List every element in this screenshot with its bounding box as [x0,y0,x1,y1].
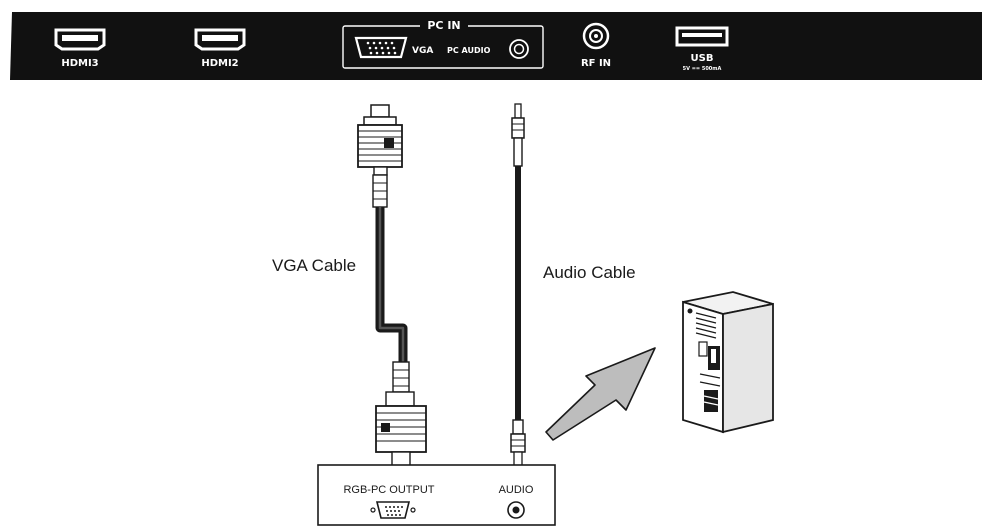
vga-plug-bottom [375,361,427,467]
arrow-icon [545,347,656,441]
usb-port-icon [675,26,729,47]
pc-in-group: PC IN VGA PC AUDIO [342,19,544,69]
rgb-pc-output-label: RGB-PC OUTPUT [343,484,434,496]
vga-plug-top [357,104,403,208]
pc-output-panel: RGB-PC OUTPUT AUDIO [317,464,556,526]
audio-output-label: AUDIO [499,484,534,496]
pc-audio-label: PC AUDIO [447,46,491,55]
hdmi3-port: HDMI3 [54,28,106,69]
computer-tower-icon [682,291,774,434]
rf-in-label: RF IN [581,58,611,69]
usb-rating-label: 5V == 500mA [683,66,722,72]
audio-jack-icon [507,501,525,519]
usb-port: USB 5V == 500mA [675,26,729,72]
hdmi-port-icon [54,28,106,51]
audio-cable-label: Audio Cable [543,263,636,282]
vga-label: VGA [412,46,433,56]
hdmi3-label: HDMI3 [61,58,98,69]
vga-port-icon [370,501,416,519]
vga-cable-label: VGA Cable [272,256,356,275]
hdmi2-label: HDMI2 [201,58,238,69]
audio-plug-top [511,103,525,167]
panel-strip [10,12,982,80]
audio-plug-bottom [510,419,526,467]
vga-cable [357,104,427,467]
audio-cable [510,103,526,467]
vga-port-icon [354,36,408,59]
hdmi2-port: HDMI2 [194,28,246,69]
rf-coax-icon [582,22,610,50]
rf-in-port: RF IN [581,22,611,69]
pc-in-label: PC IN [427,19,460,32]
hdmi-port-icon [194,28,246,51]
vga-cable-line [375,207,408,362]
usb-label: USB [691,53,714,64]
tv-back-panel: HDMI3 HDMI2 PC IN [10,12,982,80]
audio-jack-icon [509,39,529,59]
